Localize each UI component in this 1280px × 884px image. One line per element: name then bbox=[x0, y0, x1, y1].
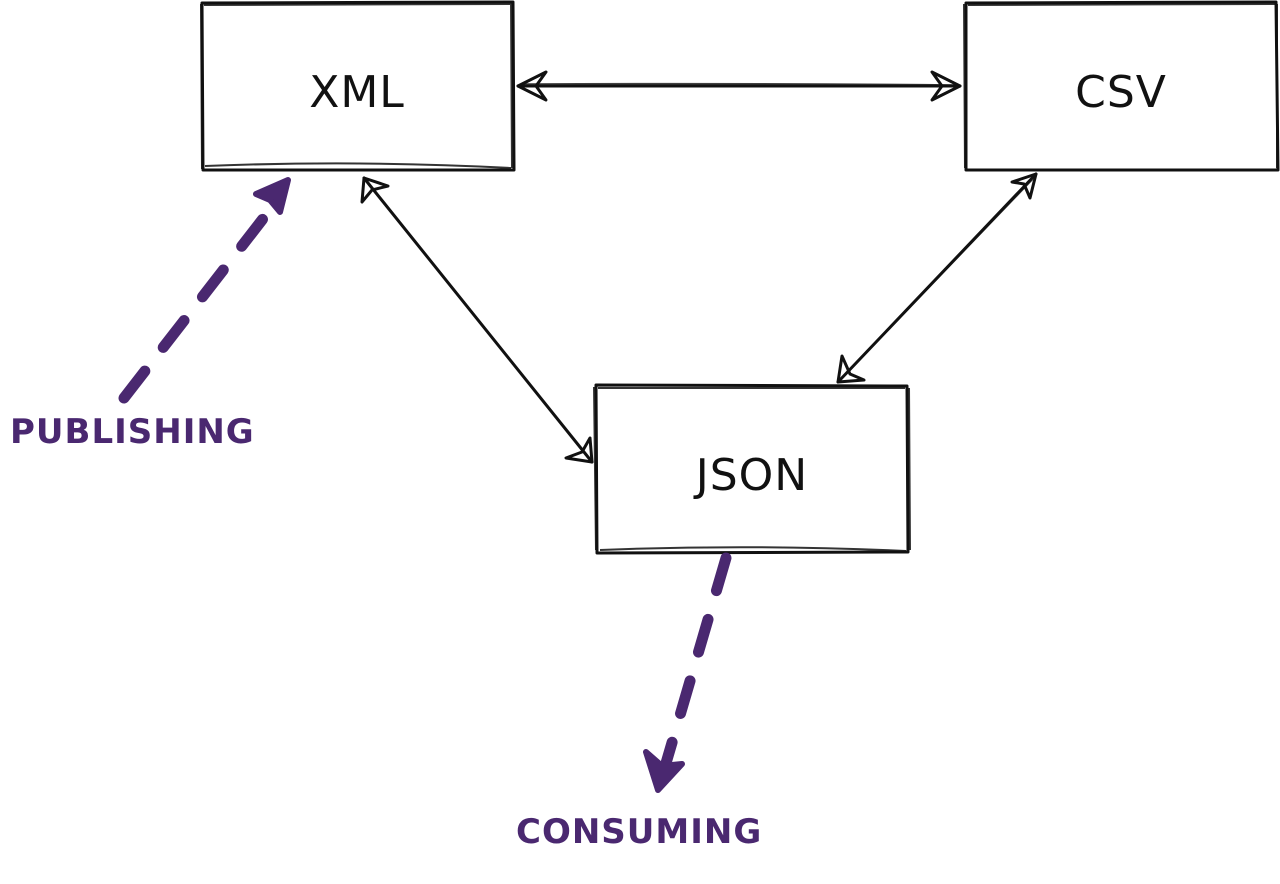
consuming-arrow-line bbox=[658, 552, 732, 776]
edge-csv-json-sketch bbox=[841, 179, 1033, 379]
node-xml[interactable]: XML bbox=[200, 0, 516, 172]
node-xml-label: XML bbox=[309, 67, 405, 118]
publishing-arrowhead-icon bbox=[253, 177, 291, 215]
publishing-arrow bbox=[118, 177, 291, 404]
node-xml-box-sketch bbox=[200, 2, 513, 170]
arrowhead-down-left-icon bbox=[836, 354, 866, 384]
publishing-arrow-line bbox=[118, 196, 282, 404]
edge-xml-csv bbox=[516, 70, 962, 102]
consuming-arrow bbox=[643, 552, 732, 793]
consuming-label: CONSUMING bbox=[516, 812, 762, 852]
node-csv-label: CSV bbox=[1075, 67, 1167, 118]
edge-xml-json-sketch bbox=[367, 183, 589, 459]
edge-csv-json bbox=[836, 172, 1038, 384]
arrowhead-up-right-icon bbox=[1010, 172, 1038, 200]
arrowhead-left-icon bbox=[516, 70, 548, 102]
node-json-label: JSON bbox=[693, 450, 808, 501]
edge-xml-json bbox=[360, 176, 594, 464]
consuming-arrowhead-icon bbox=[643, 749, 685, 793]
node-json-box-sketch bbox=[593, 386, 911, 552]
edge-xml-csv-sketch bbox=[521, 82, 959, 86]
node-json-box bbox=[594, 383, 910, 555]
publishing-label: PUBLISHING bbox=[10, 412, 255, 452]
arrowhead-down-right-icon bbox=[564, 436, 594, 464]
node-csv-box bbox=[964, 0, 1280, 172]
node-csv[interactable]: CSV bbox=[963, 0, 1280, 172]
node-csv-box-sketch bbox=[963, 3, 1278, 169]
node-json[interactable]: JSON bbox=[593, 383, 911, 555]
arrowhead-right-icon bbox=[930, 70, 962, 102]
arrowhead-up-left-icon bbox=[360, 176, 390, 204]
